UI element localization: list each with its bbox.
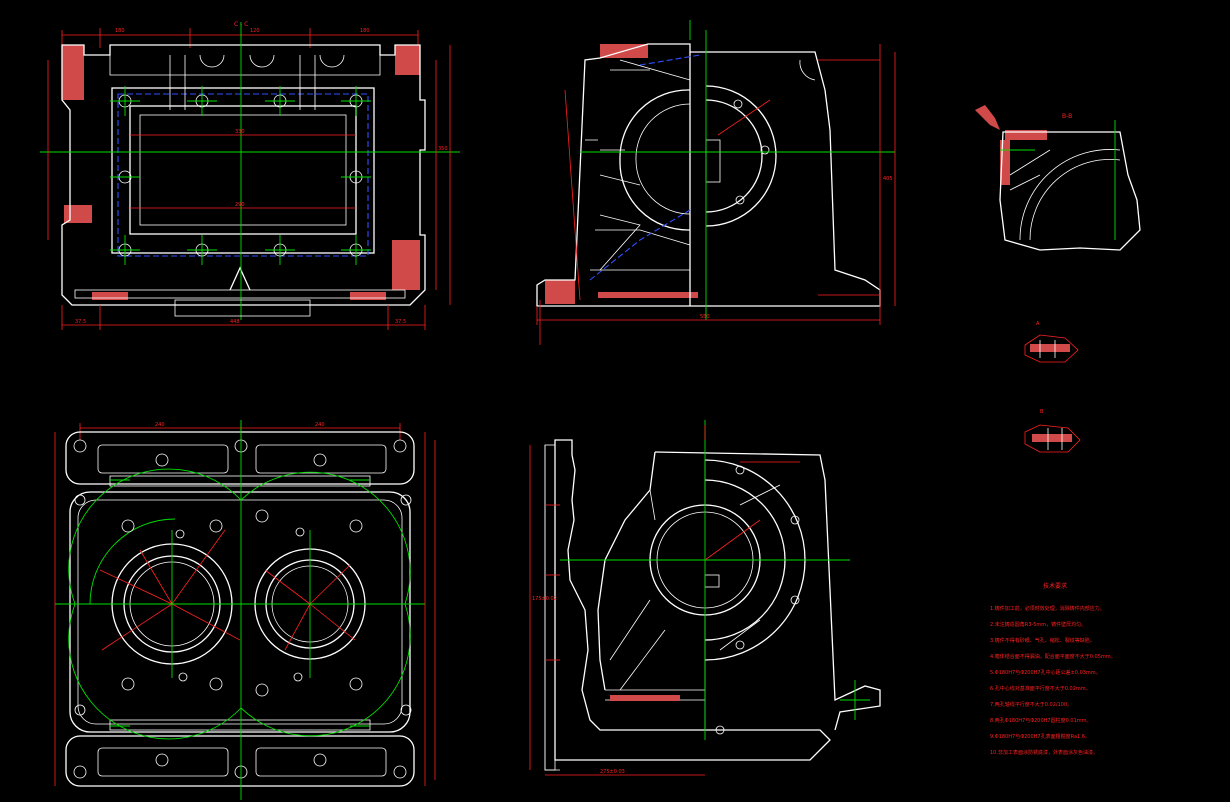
note-line: 7.两孔轴线平行度不大于0.02/100。 xyxy=(990,701,1072,708)
dim-label: 175±0.02 xyxy=(532,596,557,602)
dim-label: 240 xyxy=(155,422,165,428)
side-section-view: 405 550 xyxy=(536,20,896,345)
plan-view: 240 240 xyxy=(54,420,436,800)
dim-label: 120 xyxy=(250,28,260,34)
dim-label: 330 xyxy=(235,129,245,135)
notes-title: 技术要求 xyxy=(1043,582,1067,590)
detail-b-title: B xyxy=(1040,409,1044,415)
note-line: 10.非加工表面涂防锈底漆，外表面涂灰色油漆。 xyxy=(990,749,1098,756)
detail-view-a: A xyxy=(1024,321,1079,363)
technical-notes: 技术要求 1.铸件加工前，必须时效处理，消除铸件内部应力。 2.未注铸造圆角R3… xyxy=(990,582,1116,756)
dim-label: 275±0.03 xyxy=(600,769,625,775)
note-line: 4.箱体结合面不得漏油，配合面平面度不大于0.05mm。 xyxy=(990,653,1116,660)
note-line: 2.未注铸造圆角R3-5mm，铸件壁厚均匀。 xyxy=(990,621,1086,628)
section-view-cc: 180 120 180 C - C xyxy=(40,21,460,330)
note-line: 6.孔中心线对基准面平行度不大于0.02mm。 xyxy=(990,685,1091,692)
dim-label: 37.5 xyxy=(395,319,406,325)
section-bb-title: B-B xyxy=(1062,113,1072,120)
note-line: 9.Φ180H7与Φ200H7孔表面粗糙度Ra1.6。 xyxy=(990,733,1090,740)
note-line: 5.Φ180H7与Φ200H7孔中心距公差±0.03mm。 xyxy=(990,669,1101,676)
detail-view-b: B xyxy=(1024,409,1081,453)
front-view: 275±0.03 175±0.02 xyxy=(529,420,881,776)
dim-label: 290 xyxy=(235,202,245,208)
dim-label: 350 xyxy=(438,146,448,152)
dim-label: 240 xyxy=(315,422,325,428)
note-line: 8.两孔Φ180H7与Φ200H7圆柱度0.01mm。 xyxy=(990,717,1092,724)
detail-a-title: A xyxy=(1036,321,1040,327)
dim-label: 180 xyxy=(115,28,125,34)
bolt-hole-group xyxy=(118,94,363,257)
dim-label: 448 xyxy=(230,319,240,325)
note-line: 1.铸件加工前，必须时效处理，消除铸件内部应力。 xyxy=(990,605,1105,612)
dim-label: 37.5 xyxy=(75,319,86,325)
dim-label: 405 xyxy=(883,176,893,182)
detail-view-bb: B-B xyxy=(975,105,1141,251)
dim-label: 180 xyxy=(360,28,370,34)
dim-label: 550 xyxy=(700,314,710,320)
note-line: 3.铸件不得有砂眼、气孔、缩松、裂纹等缺陷。 xyxy=(990,637,1095,644)
